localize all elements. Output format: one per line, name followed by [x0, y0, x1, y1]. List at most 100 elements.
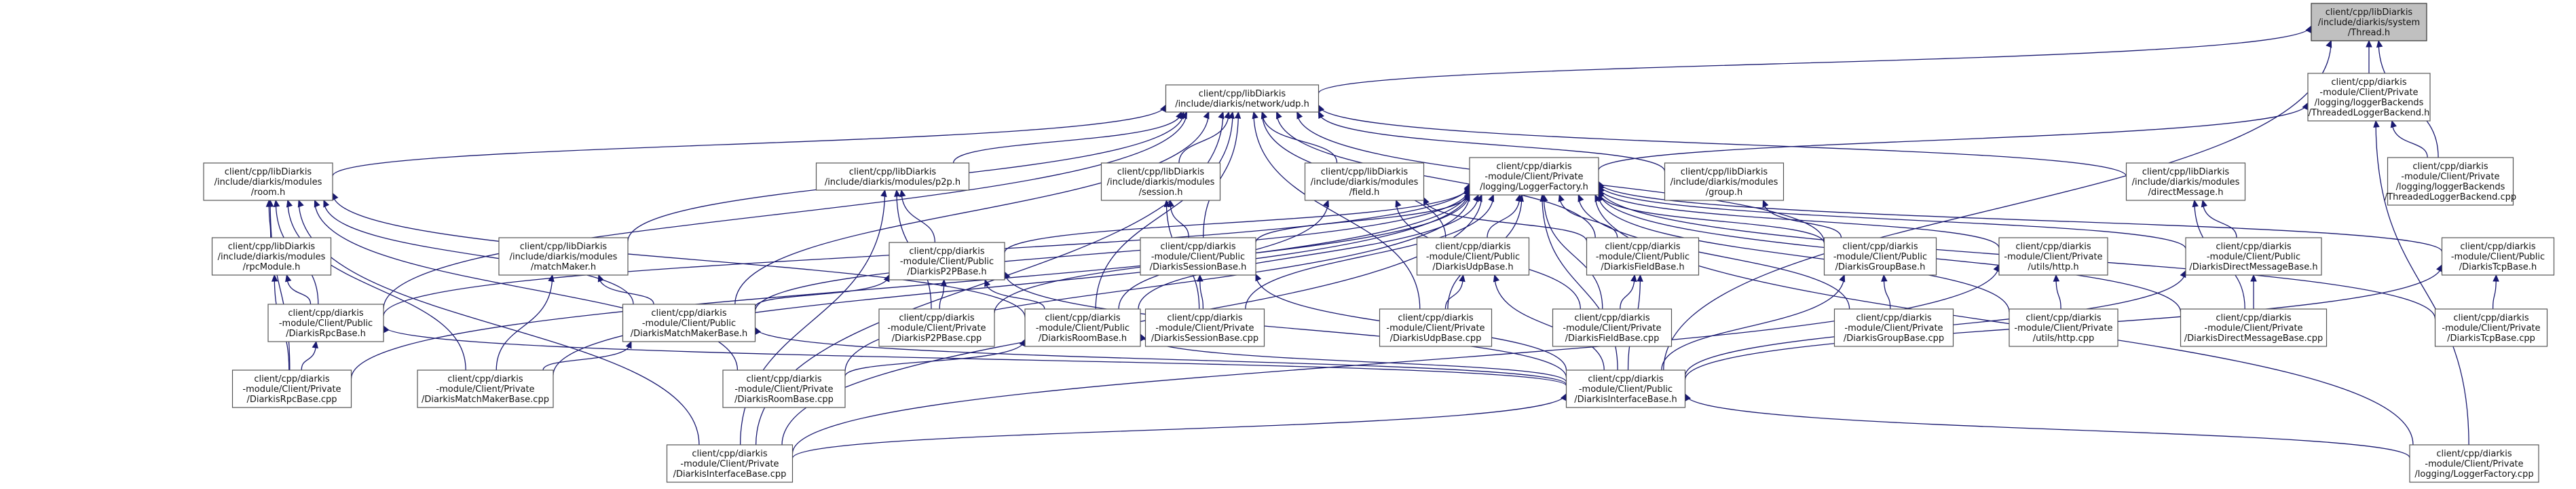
node-label-line: -module/Client/Private	[2004, 252, 2102, 262]
node-dmbase-h[interactable]: client/cpp/diarkis-module/Client/Public/…	[2185, 237, 2322, 276]
node-sessbase-cpp[interactable]: client/cpp/diarkis-module/Client/Private…	[1144, 308, 1265, 347]
edge-arrowhead	[1197, 274, 1203, 282]
node-label-line: client/cpp/diarkis	[288, 308, 363, 319]
node-roombase-cpp[interactable]: client/cpp/diarkis-module/Client/Private…	[722, 369, 846, 408]
edge-arrowhead	[271, 274, 278, 282]
edge-line	[1276, 111, 1596, 238]
node-label-line: client/cpp/diarkis	[651, 308, 726, 319]
edge-arrowhead	[1459, 274, 1466, 283]
edge-arrowhead	[899, 189, 906, 198]
node-box	[1024, 308, 1141, 347]
edge-line	[1661, 274, 1845, 371]
edge-line	[754, 274, 890, 308]
node-label-line: client/cpp/libDiarkis	[1681, 167, 1768, 177]
node-logfac-cpp[interactable]: client/cpp/diarkis-module/Client/Private…	[2409, 444, 2539, 483]
node-rpcbase-h[interactable]: client/cpp/diarkis-module/Client/Public/…	[267, 304, 384, 342]
node-tcpbase-cpp[interactable]: client/cpp/diarkis-module/Client/Private…	[2434, 308, 2548, 347]
edge-arrowhead	[1594, 194, 1601, 202]
edges-layer	[265, 25, 2499, 459]
node-label-line: client/cpp/diarkis	[2412, 162, 2488, 172]
edge-arrowhead	[1019, 338, 1026, 347]
edge-roombase-h-to-udp	[1095, 111, 1235, 310]
node-label-line: /include/diarkis/modules	[2132, 177, 2240, 187]
node-udp[interactable]: client/cpp/libDiarkis/include/diarkis/ne…	[1165, 84, 1320, 113]
edge-arrowhead	[286, 199, 293, 208]
node-label-line: client/cpp/libDiarkis	[2142, 167, 2230, 177]
node-p2pbase-h[interactable]: client/cpp/diarkis-module/Client/Public/…	[889, 242, 1005, 280]
node-http-cpp[interactable]: client/cpp/diarkis-module/Client/Private…	[2009, 308, 2118, 347]
edge-arrowhead	[940, 278, 948, 287]
edge-tlb-h-to-thread	[2366, 39, 2372, 73]
edge-line	[383, 111, 1187, 309]
edge-fieldbase-h-to-udp	[1276, 111, 1596, 238]
node-p2p-h[interactable]: client/cpp/libDiarkis/include/diarkis/mo…	[815, 162, 970, 191]
node-session-h[interactable]: client/cpp/libDiarkis/include/diarkis/mo…	[1100, 162, 1221, 201]
node-box	[1552, 308, 1673, 347]
edge-arrowhead	[1517, 194, 1524, 202]
node-group-h[interactable]: client/cpp/libDiarkis/include/diarkis/mo…	[1664, 162, 1785, 201]
node-udpbase-h[interactable]: client/cpp/diarkis-module/Client/Public/…	[1416, 237, 1530, 276]
edge-arrowhead	[1395, 199, 1402, 208]
edge-arrowhead	[1560, 393, 1567, 401]
edge-arrowhead	[312, 340, 318, 349]
edge-line	[984, 279, 1045, 310]
edge-line	[1095, 111, 1233, 310]
node-tlb-h[interactable]: client/cpp/diarkis-module/Client/Private…	[2307, 73, 2431, 122]
node-field-h[interactable]: client/cpp/libDiarkis/include/diarkis/mo…	[1304, 162, 1425, 201]
node-rpcbase-cpp[interactable]: client/cpp/diarkis-module/Client/Private…	[231, 369, 352, 408]
edge-udpbase-cpp-to-udpbase-h	[1444, 274, 1466, 310]
edge-arrowhead	[332, 192, 339, 201]
edge-arrowhead	[267, 199, 274, 207]
node-fieldbase-h[interactable]: client/cpp/diarkis-module/Client/Public/…	[1586, 237, 1700, 276]
node-label-line: client/cpp/libDiarkis	[1199, 89, 1286, 99]
node-label-line: client/cpp/diarkis	[2216, 313, 2291, 323]
edge-line	[2202, 200, 2237, 238]
node-roombase-h[interactable]: client/cpp/diarkis-module/Client/Public/…	[1024, 308, 1141, 347]
node-label-line: client/cpp/diarkis	[1045, 313, 1120, 323]
node-http-h[interactable]: client/cpp/diarkis-module/Client/Private…	[1998, 237, 2108, 276]
edge-line	[2375, 120, 2469, 446]
node-label-line: /DiarkisRpcBase.cpp	[246, 395, 337, 405]
node-thread: client/cpp/libDiarkis/include/diarkis/sy…	[2311, 3, 2427, 41]
edge-sessbase-h-to-udp	[1203, 111, 1242, 238]
node-mmbase-cpp[interactable]: client/cpp/diarkis-module/Client/Private…	[417, 369, 554, 408]
node-label-line: client/cpp/libDiarkis	[1117, 167, 1205, 177]
node-groupbase-cpp[interactable]: client/cpp/diarkis-module/Client/Private…	[1833, 308, 1954, 347]
node-fieldbase-cpp[interactable]: client/cpp/diarkis-module/Client/Private…	[1552, 308, 1673, 347]
node-sessbase-h[interactable]: client/cpp/diarkis-module/Client/Public/…	[1140, 237, 1256, 276]
node-label-line: /DiarkisMatchMakerBase.cpp	[422, 395, 549, 405]
edge-arrowhead	[2373, 120, 2380, 128]
node-tlb-cpp[interactable]: client/cpp/diarkis-module/Client/Private…	[2385, 157, 2516, 206]
edge-arrowhead	[2250, 274, 2257, 282]
node-label-line: /field.h	[1349, 187, 1380, 198]
node-label-line: -module/Client/Private	[1485, 172, 1583, 182]
node-box	[1469, 157, 1599, 196]
node-udpbase-cpp[interactable]: client/cpp/diarkis-module/Client/Private…	[1379, 308, 1493, 347]
edge-udp-to-thread	[1318, 25, 2312, 94]
node-dmbase-cpp[interactable]: client/cpp/diarkis-module/Client/Private…	[2180, 308, 2328, 347]
node-mm-h[interactable]: client/cpp/libDiarkis/include/diarkis/mo…	[498, 237, 629, 276]
node-box	[2307, 73, 2431, 122]
edge-line	[350, 187, 1470, 379]
node-tcpbase-h[interactable]: client/cpp/diarkis-module/Client/Public/…	[2441, 237, 2555, 276]
edge-line	[1762, 200, 1842, 238]
node-label-line: client/cpp/libDiarkis	[225, 167, 312, 177]
edge-groupbase-cpp-to-groupbase-h	[1881, 274, 1891, 310]
node-dm-h[interactable]: client/cpp/libDiarkis/include/diarkis/mo…	[2125, 162, 2246, 201]
node-room-h[interactable]: client/cpp/libDiarkis/include/diarkis/mo…	[203, 162, 333, 201]
edge-line	[754, 187, 1470, 312]
node-ifbase-cpp[interactable]: client/cpp/diarkis-module/Client/Private…	[666, 444, 794, 483]
node-label-line: -module/Client/Public	[900, 257, 994, 267]
node-label-line: -module/Client/Private	[2442, 323, 2540, 333]
node-p2pbase-cpp[interactable]: client/cpp/diarkis-module/Client/Private…	[878, 308, 995, 347]
node-logfac-h[interactable]: client/cpp/diarkis-module/Client/Private…	[1469, 157, 1599, 196]
node-mmbase-h[interactable]: client/cpp/diarkis-module/Client/Public/…	[622, 304, 756, 342]
node-label-line: client/cpp/libDiarkis	[849, 167, 937, 177]
node-ifbase-h[interactable]: client/cpp/diarkis-module/Client/Public/…	[1565, 369, 1686, 408]
edge-line	[496, 274, 553, 371]
node-rpcmod-h[interactable]: client/cpp/libDiarkis/include/diarkis/mo…	[211, 237, 332, 276]
node-label-line: /DiarkisGroupBase.h	[1835, 262, 1926, 272]
edge-tcpbase-cpp-to-tcpbase-h	[2492, 274, 2499, 310]
edge-arrowhead	[894, 189, 901, 197]
node-groupbase-h[interactable]: client/cpp/diarkis-module/Client/Public/…	[1823, 237, 1937, 276]
